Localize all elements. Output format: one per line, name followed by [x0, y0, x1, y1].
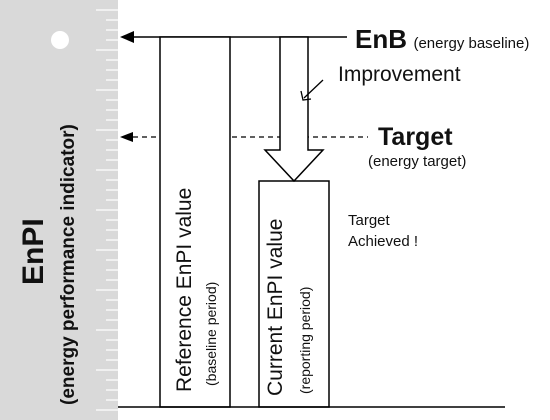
current-bar-label: Current EnPI value: [264, 218, 287, 396]
baseline-title: EnB: [355, 24, 407, 54]
current-bar: [258, 180, 330, 408]
target-label: Target: [378, 123, 453, 151]
target-arrowhead: [120, 132, 133, 142]
baseline-arrowhead: [120, 31, 134, 43]
improvement-pointer-line: [303, 79, 324, 99]
improvement-arrow: [263, 36, 325, 183]
baseline-subtitle: (energy baseline): [413, 35, 530, 52]
improvement-pointer-head: [300, 90, 312, 101]
reference-bar: [159, 36, 231, 408]
ruler-ticks: [96, 9, 118, 411]
reference-bar-label: Reference EnPI value: [173, 187, 196, 392]
reference-bar-sublabel: (baseline period): [203, 281, 219, 386]
target-sublabel: (energy target): [368, 153, 467, 170]
ruler-subtitle: (energy performance indicator): [58, 124, 79, 405]
ruler-hole: [51, 31, 69, 49]
ruler-title: EnPI: [17, 218, 50, 285]
status-line2: Achieved !: [348, 233, 419, 250]
current-bar-sublabel: (reporting period): [297, 286, 313, 394]
status-line1: Target: [348, 212, 390, 229]
improvement-label: Improvement: [338, 63, 461, 86]
baseline-label: EnB (energy baseline): [355, 24, 529, 55]
